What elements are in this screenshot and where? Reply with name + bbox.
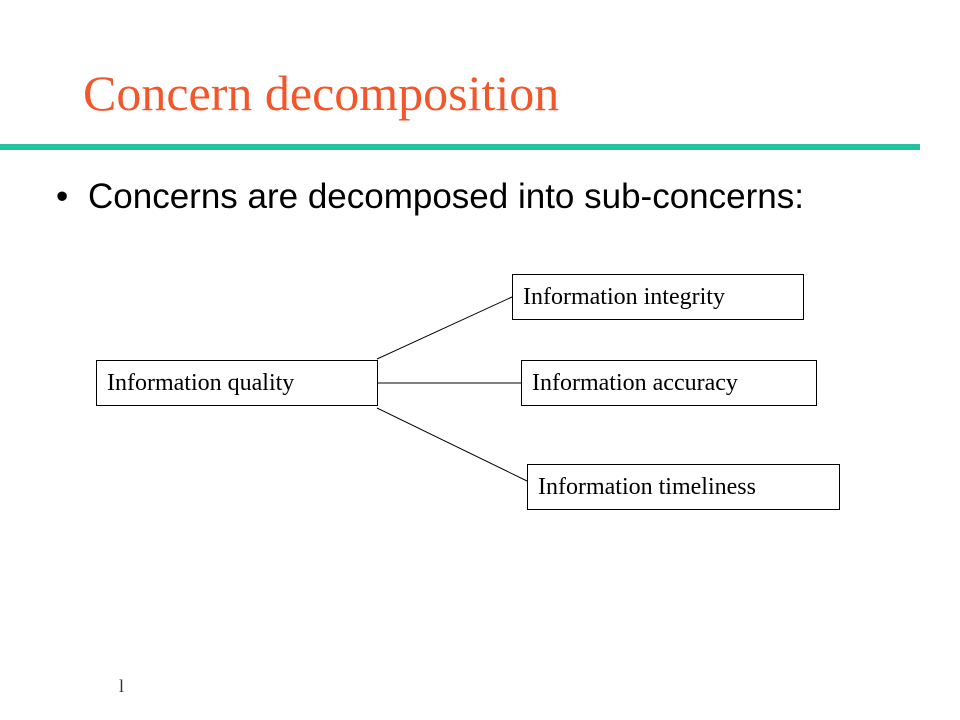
slide-title: Concern decomposition [83, 65, 560, 121]
node-information-timeliness: Information timeliness [527, 464, 840, 510]
node-information-integrity: Information integrity [512, 274, 804, 320]
connector-integrity [376, 296, 513, 360]
bullet-text: Concerns are decomposed into sub-concern… [88, 177, 804, 216]
bullet-item: • Concerns are decomposed into sub-concer… [56, 173, 804, 221]
node-information-accuracy: Information accuracy [521, 360, 817, 406]
title-divider [0, 144, 920, 150]
node-information-quality: Information quality [96, 360, 378, 406]
bullet-icon: • [56, 177, 69, 216]
connector-timeliness [376, 407, 528, 482]
footer-mark: l [119, 676, 125, 696]
